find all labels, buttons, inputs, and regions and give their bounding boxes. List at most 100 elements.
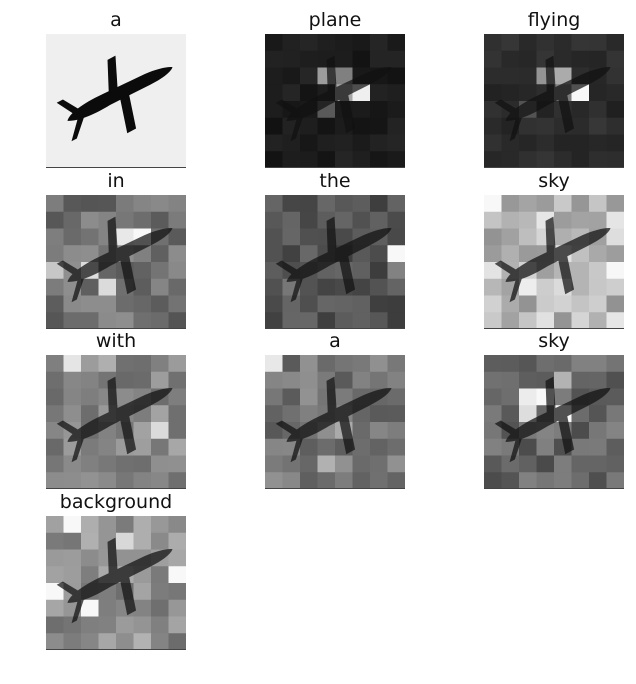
attention-image [46, 34, 186, 168]
attention-cell [46, 633, 64, 650]
attention-cell [519, 455, 537, 473]
attention-cell [519, 245, 537, 263]
airplane-part [56, 420, 83, 437]
attention-cell [352, 438, 371, 456]
attention-cell [81, 245, 99, 263]
attention-cell [606, 101, 624, 119]
attention-cell [282, 67, 301, 85]
airplane-part [558, 254, 575, 295]
attention-cell [81, 228, 99, 246]
attention-cell [571, 50, 590, 68]
panel-title: the [319, 170, 351, 192]
attention-cell [265, 84, 283, 102]
attention-cell [589, 472, 607, 489]
attention-cell [501, 245, 520, 263]
attention-cell [606, 228, 624, 246]
attention-cell [571, 472, 590, 489]
attention-cell [484, 228, 502, 246]
attention-cell [484, 312, 502, 329]
attention-cell [282, 388, 301, 406]
attention-cell [168, 566, 186, 584]
attention-cell [46, 211, 64, 229]
attention-cell [116, 516, 134, 534]
airplane-part [545, 376, 556, 416]
attention-cell [265, 151, 283, 168]
panel-title: in [107, 170, 125, 192]
attention-cell [589, 34, 607, 52]
attention-image [265, 355, 405, 489]
attention-cell [317, 355, 336, 373]
attention-cell [116, 371, 134, 389]
attention-cell [46, 262, 64, 280]
attention-cell [571, 195, 590, 213]
attention-cell [606, 295, 624, 313]
attention-cell [317, 151, 336, 168]
attention-cell [571, 295, 590, 313]
attention-cell [352, 312, 371, 329]
attention-cell [317, 312, 336, 329]
attention-cell [282, 195, 301, 213]
attention-cell [335, 67, 353, 85]
attention-cell [63, 549, 82, 567]
attention-cell [98, 312, 117, 329]
panel-plane: plane [265, 6, 405, 168]
attention-cell [606, 245, 624, 263]
panel-title: flying [527, 9, 581, 31]
attention-cell [282, 34, 301, 52]
attention-cell [46, 388, 64, 406]
attention-cell [265, 422, 283, 440]
attention-cell [352, 134, 371, 152]
attention-cell [352, 50, 371, 68]
panel-in: in [46, 167, 186, 329]
attention-cell [300, 472, 318, 489]
attention-cell [387, 211, 405, 229]
attention-cell [352, 34, 371, 52]
airplane-part [120, 575, 137, 616]
image-baseline [265, 167, 405, 168]
attention-cell [81, 195, 99, 213]
attention-cell [133, 438, 152, 456]
attention-cell [46, 532, 64, 550]
attention-cell [370, 262, 388, 280]
airplane-silhouette [275, 55, 392, 142]
attention-image [46, 355, 186, 489]
attention-cell [151, 295, 169, 313]
attention-cell [370, 405, 388, 423]
attention-cell [300, 388, 318, 406]
attention-cell [536, 134, 555, 152]
attention-cell [571, 34, 590, 52]
airplane-part [120, 254, 137, 295]
panel-flying: flying [484, 6, 624, 168]
attention-cell [387, 472, 405, 489]
attention-cell [335, 312, 353, 329]
airplane-part [545, 55, 556, 95]
attention-cell [387, 405, 405, 423]
attention-cell [63, 228, 82, 246]
attention-cell [63, 566, 82, 584]
attention-cell [589, 278, 607, 296]
attention-cell [536, 472, 555, 489]
attention-cell [387, 422, 405, 440]
panel-sky-2: sky [484, 327, 624, 489]
airplane-part [107, 537, 118, 577]
attention-cell [151, 566, 169, 584]
panel-a: a [46, 6, 186, 168]
attention-cell [519, 67, 537, 85]
attention-cell [589, 84, 607, 102]
attention-cell [46, 583, 64, 601]
attention-cell [133, 371, 152, 389]
attention-cell [46, 472, 64, 489]
attention-cell [81, 549, 99, 567]
attention-cell [335, 151, 353, 168]
attention-cell [46, 295, 64, 313]
attention-cell [501, 455, 520, 473]
attention-cell [168, 195, 186, 213]
attention-cell [133, 295, 152, 313]
attention-cell [46, 278, 64, 296]
attention-cell [370, 211, 388, 229]
attention-image [484, 355, 624, 489]
attention-cell [81, 405, 99, 423]
attention-cell [554, 388, 572, 406]
attention-cell [484, 101, 502, 119]
attention-cell [168, 599, 186, 617]
